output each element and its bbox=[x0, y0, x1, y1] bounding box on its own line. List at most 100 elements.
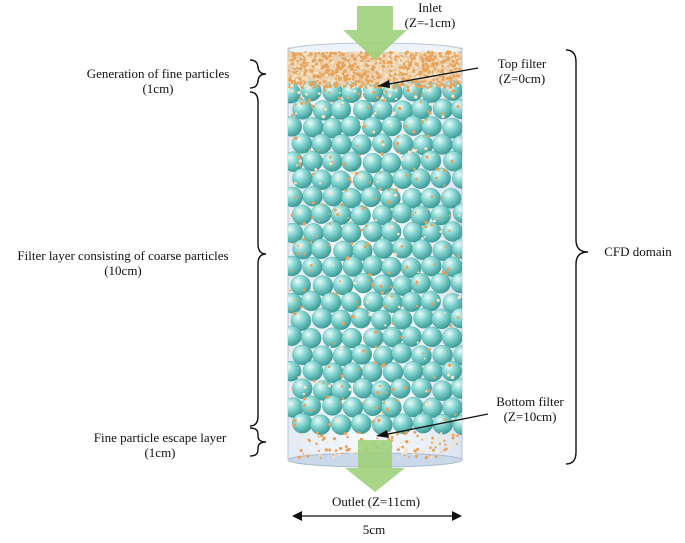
fine-particle bbox=[314, 66, 317, 69]
fine-particle bbox=[415, 280, 419, 284]
fine-particle bbox=[357, 67, 360, 70]
fine-particle bbox=[419, 100, 423, 104]
fine-particle bbox=[336, 178, 339, 182]
fine-particle bbox=[454, 413, 457, 416]
fine-particle bbox=[387, 57, 391, 61]
fine-particle bbox=[441, 75, 446, 79]
brace-cfd-domain bbox=[565, 49, 589, 465]
fine-particle bbox=[321, 114, 326, 119]
fine-particle bbox=[317, 92, 321, 95]
fine-particle bbox=[430, 50, 434, 55]
coarse-particle bbox=[442, 118, 462, 139]
generation-layer-label: Generation of fine particles (1cm) bbox=[68, 66, 248, 96]
fine-particle bbox=[416, 341, 419, 344]
fine-particle bbox=[330, 76, 333, 79]
fine-particle bbox=[348, 77, 352, 81]
fine-particle bbox=[333, 208, 337, 212]
generation-layer-thickness: (1cm) bbox=[142, 81, 174, 96]
coarse-particle bbox=[410, 168, 431, 189]
fine-particle bbox=[376, 391, 380, 395]
fine-particle bbox=[412, 53, 415, 56]
fine-particle bbox=[289, 57, 292, 59]
fine-particle bbox=[416, 447, 420, 451]
fine-particle bbox=[456, 316, 460, 319]
fine-particle bbox=[362, 83, 366, 87]
fine-particle bbox=[298, 72, 301, 75]
fine-particle bbox=[335, 74, 338, 77]
coarse-particle bbox=[292, 204, 313, 226]
fine-particle bbox=[407, 83, 410, 86]
fine-particle bbox=[375, 71, 378, 74]
fine-particle bbox=[346, 58, 350, 62]
coarse-particle bbox=[288, 325, 302, 346]
fine-particle bbox=[421, 80, 424, 83]
fine-particle bbox=[355, 65, 359, 69]
fine-particle bbox=[421, 82, 424, 85]
fine-particle bbox=[314, 167, 318, 172]
fine-particle bbox=[378, 57, 382, 61]
fine-particle bbox=[360, 175, 364, 178]
fine-particle bbox=[354, 171, 359, 176]
coarse-particle bbox=[451, 238, 462, 259]
fine-particle bbox=[341, 72, 345, 76]
fine-particle bbox=[411, 213, 414, 216]
fine-particle bbox=[380, 54, 383, 58]
fine-particle bbox=[431, 436, 435, 440]
fine-particle bbox=[317, 51, 321, 55]
fine-particle bbox=[450, 160, 454, 164]
fine-particle bbox=[291, 269, 293, 272]
fine-particle bbox=[329, 53, 332, 56]
fine-particle bbox=[297, 439, 300, 442]
fine-particle bbox=[308, 82, 312, 86]
fine-particle bbox=[332, 436, 337, 441]
fine-particle bbox=[449, 89, 452, 91]
fine-particle bbox=[415, 70, 418, 73]
fine-particle bbox=[432, 440, 436, 444]
fine-particles bbox=[287, 50, 462, 460]
fine-particle bbox=[360, 81, 364, 84]
fine-particle bbox=[404, 58, 407, 61]
generation-layer-title: Generation of fine particles bbox=[86, 66, 230, 81]
outlet-label: Outlet (Z=11cm) bbox=[318, 494, 434, 509]
outlet-title: Outlet (Z=11cm) bbox=[331, 494, 421, 509]
fine-particle bbox=[376, 59, 380, 63]
fine-particle bbox=[451, 55, 454, 58]
fine-particle bbox=[359, 61, 363, 66]
fine-particle bbox=[416, 85, 421, 89]
fine-particle bbox=[356, 78, 359, 81]
fine-particle bbox=[421, 64, 425, 68]
fine-particle bbox=[315, 104, 319, 108]
fine-particle bbox=[343, 78, 348, 82]
fine-particle bbox=[434, 59, 438, 63]
fine-particle bbox=[407, 188, 410, 191]
fine-particle bbox=[316, 235, 318, 238]
fine-particle bbox=[415, 59, 419, 63]
fine-particle bbox=[325, 85, 329, 89]
fine-particle bbox=[350, 181, 353, 184]
fine-particle bbox=[342, 85, 346, 88]
brace-escape-layer bbox=[249, 427, 267, 457]
coarse-particle bbox=[391, 343, 412, 364]
fine-particle bbox=[293, 311, 297, 316]
fine-particle bbox=[329, 191, 333, 196]
fine-particle bbox=[433, 376, 436, 379]
fine-particle bbox=[332, 455, 336, 459]
coarse-particle bbox=[292, 378, 313, 399]
fine-particle bbox=[360, 76, 364, 79]
fine-particle bbox=[303, 73, 306, 77]
fine-particle bbox=[316, 381, 319, 384]
fine-particle bbox=[306, 79, 309, 82]
fine-particle bbox=[296, 164, 299, 167]
fine-particle bbox=[422, 89, 425, 92]
fine-particle bbox=[371, 75, 375, 79]
fine-particle bbox=[394, 72, 397, 75]
fine-particle bbox=[381, 65, 385, 69]
fine-particle bbox=[430, 441, 433, 444]
fine-particle bbox=[374, 405, 378, 410]
fine-particle bbox=[349, 65, 353, 69]
fine-particle bbox=[457, 295, 461, 300]
fine-particle bbox=[440, 168, 443, 171]
fine-particle bbox=[424, 147, 428, 151]
fine-particle bbox=[378, 86, 382, 90]
fine-particle bbox=[356, 145, 359, 148]
